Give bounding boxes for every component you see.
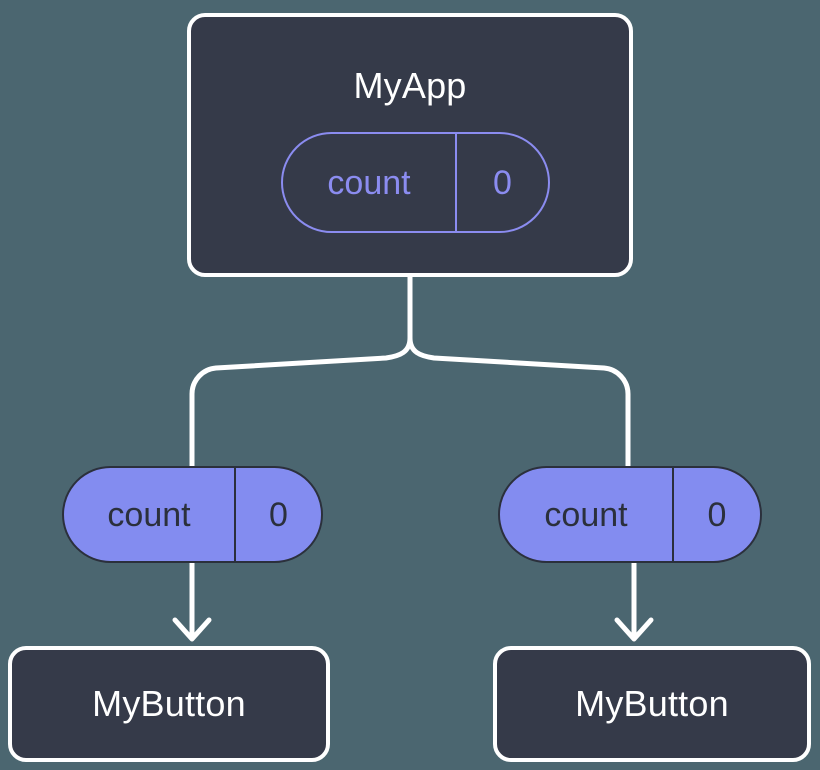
node-mybutton-left-title: MyButton: [92, 683, 246, 724]
prop-pill-right-key: count: [544, 495, 628, 534]
prop-arrow-right-head: [614, 617, 654, 642]
state-pill-key: count: [327, 163, 411, 202]
prop-arrow-left-head: [172, 617, 212, 642]
node-myapp-title: MyApp: [353, 65, 467, 106]
node-mybutton-right-title: MyButton: [575, 683, 729, 724]
branch-connector-right: [407, 335, 631, 473]
state-pill-count[interactable]: count 0: [281, 132, 550, 233]
prop-pill-left-value: 0: [234, 468, 321, 561]
state-pill-value: 0: [455, 134, 548, 231]
prop-pill-right-value: 0: [672, 468, 760, 561]
node-mybutton-right[interactable]: MyButton: [493, 646, 811, 762]
prop-pill-left-key: count: [107, 495, 191, 534]
node-myapp[interactable]: MyApp count 0: [187, 13, 633, 277]
branch-connector-left: [189, 335, 413, 473]
prop-pill-right-count[interactable]: count 0: [498, 466, 762, 563]
node-mybutton-left[interactable]: MyButton: [8, 646, 330, 762]
prop-pill-left-count[interactable]: count 0: [62, 466, 323, 563]
